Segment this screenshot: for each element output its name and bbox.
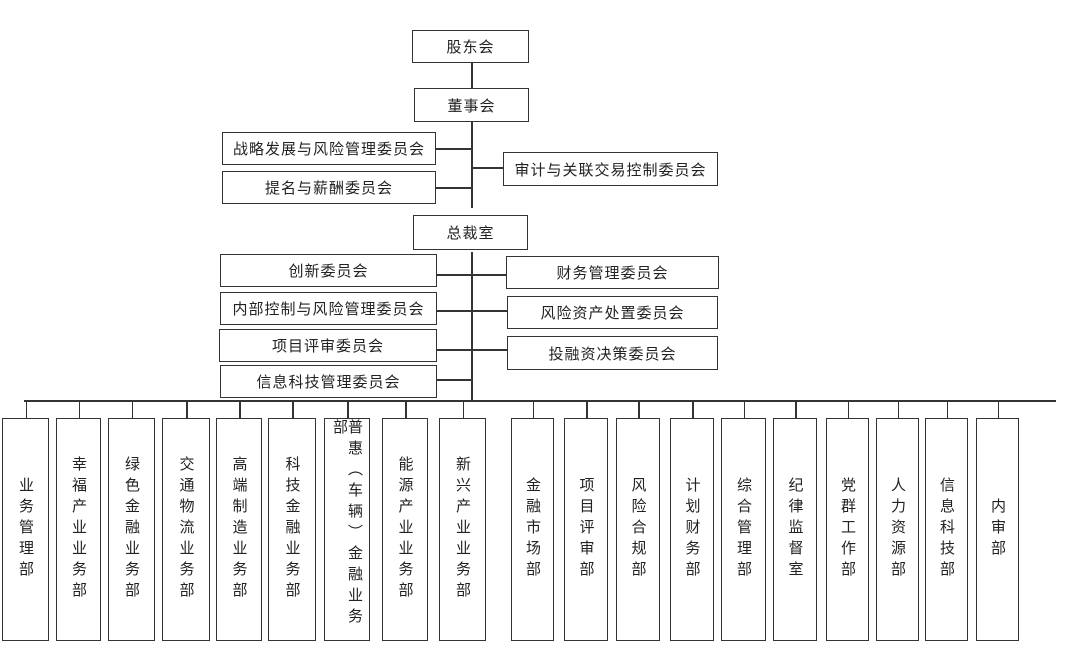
department-connector [292,400,294,418]
department-node: 科技金融业务部 [268,418,316,641]
department-connector [405,400,407,418]
department-label: 交通物流业务部 [177,456,196,603]
department-node: 绿色金融业务部 [108,418,155,641]
trunk-line-top [471,63,473,88]
department-label: 纪律监督室 [786,477,805,582]
node-label: 信息科技管理委员会 [256,373,401,391]
department-node: 幸福产业业务部 [56,418,101,641]
shareholders-node: 股东会 [412,30,529,63]
node-label: 董事会 [447,96,496,115]
department-label: 党群工作部 [839,477,857,582]
department-label: 业务管理部 [17,477,35,582]
department-label: 高端制造业务部 [230,456,249,603]
department-connector [25,400,27,418]
department-node: 党群工作部 [826,418,869,641]
department-node: 信息科技部 [925,418,968,641]
department-connector [946,400,948,418]
department-label: 科技金融业务部 [283,456,302,603]
department-connector [239,400,241,418]
connector [471,167,504,169]
department-label: 人力资源部 [889,477,907,582]
connector [437,379,472,381]
department-connector [186,400,188,418]
department-connector [532,400,534,418]
department-label: 内审部 [989,498,1007,561]
department-node: 人力资源部 [876,418,919,641]
department-node: 能源产业业务部 [382,418,428,641]
department-node: 项目评审部 [564,418,608,641]
department-label: 项目评审部 [577,477,596,582]
department-connector [847,400,849,418]
department-label: 新兴产业业务部 [454,456,472,603]
department-label: 风险合规部 [629,477,648,582]
node-label: 项目评审委员会 [271,337,384,355]
department-label: 能源产业业务部 [396,456,415,603]
department-label: 信息科技部 [938,477,956,582]
department-node: 综合管理部 [721,418,766,641]
department-node: 高端制造业务部 [216,418,262,641]
node-label: 财务管理委员会 [556,264,669,282]
department-node: 纪律监督室 [773,418,817,641]
department-connector [997,400,999,418]
node-label: 内部控制与风险管理委员会 [232,300,425,318]
department-label: 幸福产业业务部 [70,456,88,603]
department-connector [638,400,640,418]
trunk-line-board [471,122,473,208]
department-node: 风险合规部 [616,418,660,641]
president-committee-node: 创新委员会 [220,254,437,287]
department-bus-line [24,400,1056,402]
board-committee-node: 审计与关联交易控制委员会 [503,152,718,186]
connector [437,310,507,312]
department-node: 普惠（车辆）金融业务部 [324,418,370,641]
president-node: 总裁室 [413,215,528,250]
department-connector [795,400,797,418]
department-label: 综合管理部 [735,477,753,582]
connector [437,274,507,276]
department-label: 金融市场部 [524,477,542,582]
department-node: 业务管理部 [2,418,49,641]
connector [436,148,472,150]
trunk-line-president [471,252,473,401]
department-connector [897,400,899,418]
connector [437,349,507,351]
node-label: 审计与关联交易控制委员会 [514,160,707,179]
department-connector [131,400,133,418]
president-committee-node: 风险资产处置委员会 [507,296,718,329]
node-label: 风险资产处置委员会 [540,304,685,322]
department-node: 新兴产业业务部 [439,418,486,641]
department-connector [78,400,80,418]
department-node: 内审部 [976,418,1019,641]
president-committee-node: 内部控制与风险管理委员会 [220,292,437,325]
department-node: 金融市场部 [511,418,554,641]
department-label: 绿色金融业务部 [123,456,141,603]
node-label: 提名与薪酬委员会 [264,179,393,197]
department-node: 交通物流业务部 [162,418,210,641]
board-committee-node: 战略发展与风险管理委员会 [222,132,436,165]
president-committee-node: 财务管理委员会 [506,256,719,289]
department-connector [743,400,745,418]
department-connector [692,400,694,418]
department-label: 普惠（车辆）金融业务部 [331,419,364,629]
department-connector [347,400,349,418]
president-committee-node: 信息科技管理委员会 [220,365,437,398]
node-label: 总裁室 [446,224,495,242]
node-label: 投融资决策委员会 [548,344,677,363]
president-committee-node: 投融资决策委员会 [507,336,718,370]
department-label: 计划财务部 [683,477,702,582]
president-committee-node: 项目评审委员会 [219,329,437,362]
node-label: 创新委员会 [288,262,369,280]
department-connector [586,400,588,418]
department-node: 计划财务部 [670,418,714,641]
node-label: 股东会 [446,38,495,56]
node-label: 战略发展与风险管理委员会 [232,140,425,158]
board-committee-node: 提名与薪酬委员会 [222,171,436,204]
board-node: 董事会 [414,88,529,122]
connector [436,187,472,189]
department-connector [462,400,464,418]
